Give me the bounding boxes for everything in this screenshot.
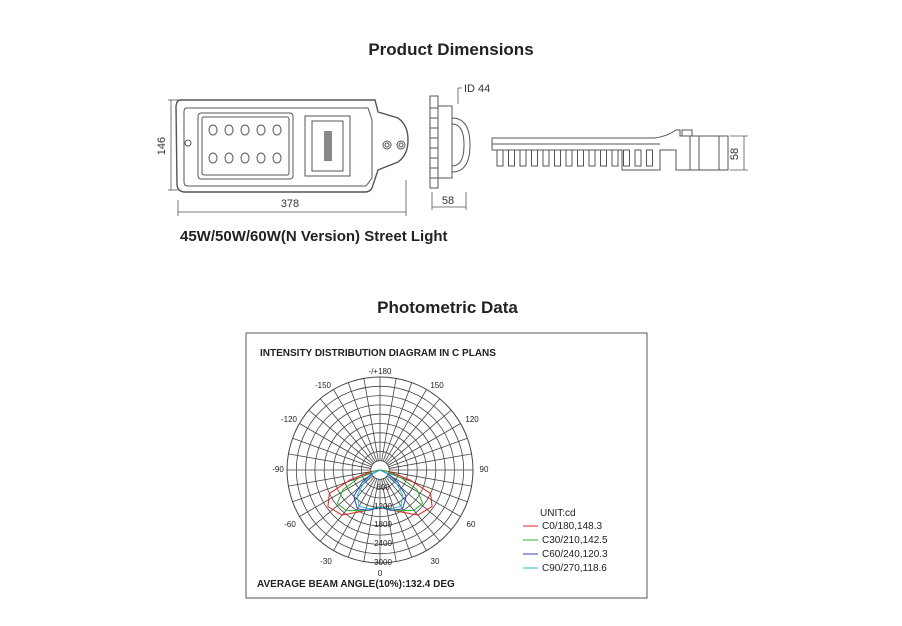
inner-diameter-label: ID 44 bbox=[464, 83, 490, 95]
profile-dimension-lines bbox=[730, 135, 748, 171]
polar-spoke bbox=[319, 398, 375, 464]
polar-spoke bbox=[288, 471, 372, 487]
polar-spoke bbox=[382, 478, 413, 558]
angle-label-90: 90 bbox=[480, 465, 489, 474]
polar-spoke bbox=[288, 453, 372, 469]
polar-spoke bbox=[386, 409, 452, 465]
height-dimension-label: 146 bbox=[156, 137, 168, 155]
heatsink-fin bbox=[634, 149, 642, 167]
product-subtitle: 45W/50W/60W(N Version) Street Light bbox=[180, 228, 448, 245]
legend-item-c90: C90/270,118.6 bbox=[542, 563, 607, 574]
heatsink-fin bbox=[611, 149, 619, 167]
polar-spoke bbox=[319, 476, 375, 542]
angle-label-120: 120 bbox=[465, 415, 479, 424]
lamp-profile-view bbox=[491, 129, 729, 171]
angle-label-60: 60 bbox=[467, 520, 476, 529]
heatsink-fin bbox=[554, 149, 561, 167]
heatsink-fin bbox=[646, 149, 653, 167]
polar-spoke bbox=[347, 382, 378, 462]
radial-label: 3000 bbox=[374, 558, 392, 567]
polar-spoke bbox=[333, 477, 376, 551]
polar-diagram bbox=[286, 376, 474, 564]
polar-spoke bbox=[382, 382, 413, 462]
polar-spoke bbox=[384, 477, 427, 551]
polar-spoke bbox=[381, 378, 397, 462]
lamp-front-view bbox=[175, 99, 409, 193]
polar-spoke bbox=[388, 437, 468, 468]
polar-spoke bbox=[384, 389, 427, 463]
polar-spoke bbox=[385, 398, 441, 464]
angle-label-150: 150 bbox=[430, 381, 444, 390]
radial-label: 2400 bbox=[374, 539, 392, 548]
radial-label: 1200 bbox=[374, 502, 392, 511]
angle-label-neg150: -150 bbox=[315, 381, 332, 390]
angle-label-30: 30 bbox=[431, 557, 440, 566]
polar-spoke bbox=[388, 471, 472, 487]
led-chip-grid bbox=[208, 124, 282, 164]
heatsink-fin bbox=[588, 149, 596, 167]
polar-spoke bbox=[363, 378, 379, 462]
curve-c90 bbox=[356, 469, 404, 510]
angle-label-neg60: -60 bbox=[284, 520, 296, 529]
width-dimension-label: 378 bbox=[281, 198, 299, 210]
polar-spoke bbox=[388, 453, 472, 469]
angle-label-180: -/+180 bbox=[369, 367, 392, 376]
product-dimensions-title: Product Dimensions bbox=[368, 40, 534, 59]
legend-item-c30: C30/210,142.5 bbox=[542, 535, 608, 546]
lamp-side-view bbox=[429, 95, 471, 189]
heatsink-fin bbox=[542, 149, 550, 167]
polar-spoke bbox=[347, 478, 378, 558]
heatsink-fin bbox=[519, 149, 527, 167]
polar-spoke bbox=[299, 423, 373, 466]
photometric-panel bbox=[245, 332, 648, 599]
polar-spoke bbox=[292, 437, 372, 468]
beam-angle-text: AVERAGE BEAM ANGLE(10%):132.4 DEG bbox=[257, 579, 455, 590]
angle-label-neg90: -90 bbox=[272, 465, 284, 474]
polar-spoke bbox=[299, 474, 373, 517]
side-dimension-lines bbox=[431, 87, 467, 210]
legend: UNIT:cd C0/180,148.3 C30/210,142.5 C60/2… bbox=[523, 508, 608, 574]
heatsink-fin bbox=[565, 149, 573, 167]
legend-item-c60: C60/240,120.3 bbox=[542, 549, 608, 560]
angle-label-0: 0 bbox=[378, 569, 383, 578]
heatsink-fin bbox=[623, 149, 630, 167]
polar-spoke bbox=[385, 476, 441, 542]
polar-spoke bbox=[387, 474, 461, 517]
profile-height-label: 58 bbox=[729, 148, 741, 160]
polar-spoke bbox=[363, 478, 379, 562]
heatsink-fin bbox=[496, 149, 504, 167]
polar-spoke bbox=[387, 423, 461, 466]
heatsink-fin bbox=[531, 149, 538, 167]
heatsink-fins bbox=[496, 149, 653, 167]
polar-spoke bbox=[333, 389, 376, 463]
side-depth-label: 58 bbox=[442, 195, 454, 207]
unit-label: UNIT:cd bbox=[540, 508, 576, 519]
polar-spoke bbox=[308, 409, 374, 465]
polar-spoke bbox=[381, 478, 397, 562]
legend-item-c0: C0/180,148.3 bbox=[542, 521, 602, 532]
intensity-diagram-title: INTENSITY DISTRIBUTION DIAGRAM IN C PLAN… bbox=[260, 348, 496, 359]
intensity-curves bbox=[327, 469, 433, 516]
angle-label-neg120: -120 bbox=[281, 415, 298, 424]
photometric-data-title: Photometric Data bbox=[377, 298, 518, 317]
heatsink-fin bbox=[600, 149, 607, 167]
heatsink-fin bbox=[577, 149, 584, 167]
radial-label: 1800 bbox=[374, 520, 392, 529]
angle-label-neg30: -30 bbox=[320, 557, 332, 566]
front-dimension-lines bbox=[168, 99, 407, 216]
radial-label: 600 bbox=[376, 483, 390, 492]
heatsink-fin bbox=[508, 149, 515, 167]
